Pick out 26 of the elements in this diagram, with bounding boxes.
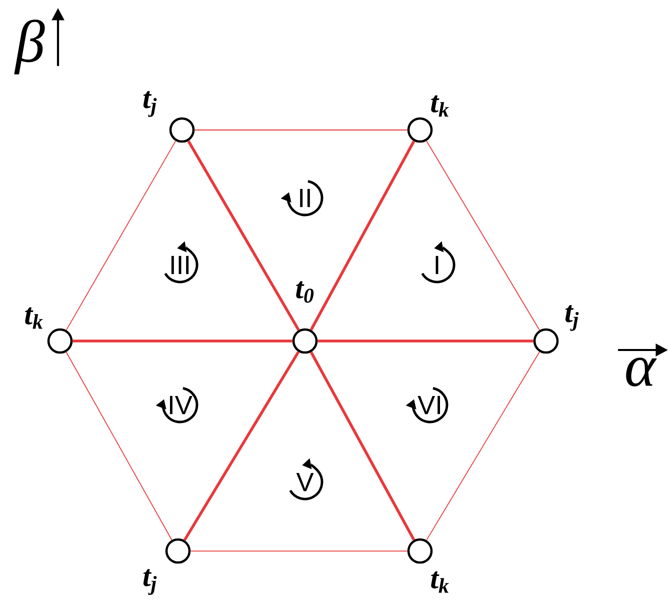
vertex-label: t$_{j}$ [143, 91, 157, 117]
sector-label: I [436, 256, 438, 274]
edge-line [66, 352, 172, 540]
vertex-label: t$_{0}$ [296, 281, 314, 303]
sector-label: II [300, 188, 310, 208]
vertex-label: t$_{j}$ [143, 569, 157, 595]
axis-label: α [626, 358, 657, 386]
edge-line [190, 550, 408, 552]
sector-label: V [296, 472, 314, 492]
vertex-label: t$_{j}$ [565, 305, 579, 331]
edge-line [310, 351, 416, 541]
sector-label: III [171, 256, 189, 274]
edge-line [72, 340, 292, 342]
edge-line [66, 140, 176, 330]
vertex-label: t$_{k}$ [431, 571, 449, 593]
vertex-label: t$_{k}$ [25, 307, 43, 329]
edge-line [426, 140, 540, 331]
edge-line [318, 340, 534, 342]
sector-label: IV [170, 396, 192, 414]
vertex-label: t$_{k}$ [431, 95, 449, 117]
edge-line [310, 140, 416, 331]
sector-label: VI [418, 396, 440, 414]
edge-line [187, 140, 300, 331]
edge-line [183, 351, 300, 541]
axis-label: β [14, 20, 45, 74]
edge-line [426, 351, 540, 541]
